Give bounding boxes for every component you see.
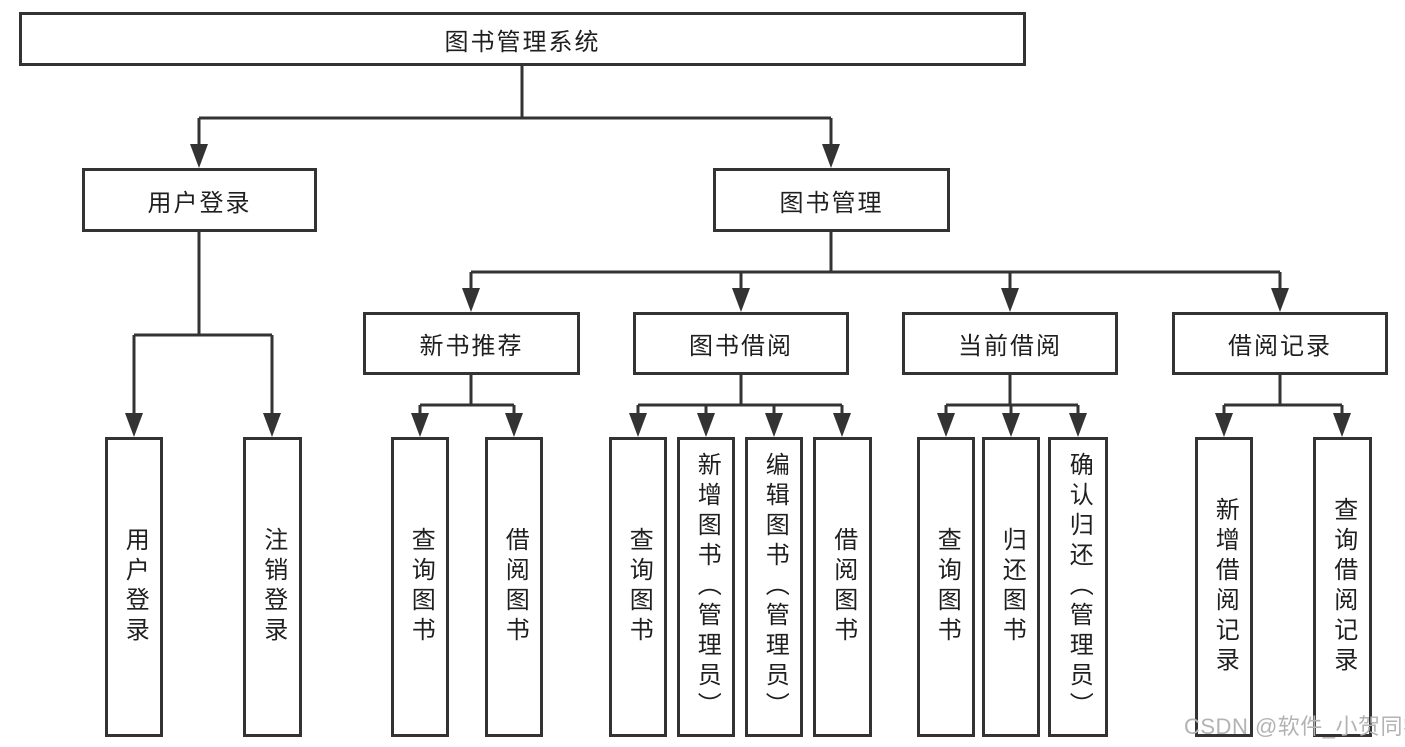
node-borrowing-records: 借阅记录 bbox=[1172, 312, 1388, 375]
leaf-edit-books-admin: 编辑图书（管理员） bbox=[745, 437, 803, 737]
node-root-library-management-system: 图书管理系统 bbox=[19, 12, 1026, 66]
leaf-add-books-admin: 新增图书（管理员） bbox=[677, 437, 735, 737]
leaf-user-login: 用户登录 bbox=[105, 437, 163, 737]
leaf-query-borrow-record: 查询借阅记录 bbox=[1313, 437, 1372, 737]
node-book-borrowing: 图书借阅 bbox=[633, 312, 849, 375]
csdn-watermark: CSDN @软件_小贺同学 bbox=[1184, 714, 1405, 739]
node-current-borrowing: 当前借阅 bbox=[902, 312, 1118, 375]
node-user-login: 用户登录 bbox=[82, 168, 317, 232]
leaf-logout: 注销登录 bbox=[243, 437, 302, 737]
leaf-query-books-borrowing: 查询图书 bbox=[609, 437, 667, 737]
leaf-borrow-books-borrowing: 借阅图书 bbox=[813, 437, 872, 737]
node-new-book-recommendation: 新书推荐 bbox=[363, 312, 580, 375]
node-book-management: 图书管理 bbox=[713, 168, 950, 232]
leaf-borrow-books-recommend: 借阅图书 bbox=[485, 437, 543, 737]
connector-lines bbox=[132, 66, 1344, 419]
leaf-add-borrow-record: 新增借阅记录 bbox=[1195, 437, 1253, 737]
leaf-confirm-return-admin: 确认归还（管理员） bbox=[1048, 437, 1108, 737]
leaf-return-books: 归还图书 bbox=[982, 437, 1040, 737]
arrowheads bbox=[125, 144, 1351, 437]
leaf-query-books-current: 查询图书 bbox=[917, 437, 975, 737]
leaf-query-books-recommend: 查询图书 bbox=[391, 437, 449, 737]
